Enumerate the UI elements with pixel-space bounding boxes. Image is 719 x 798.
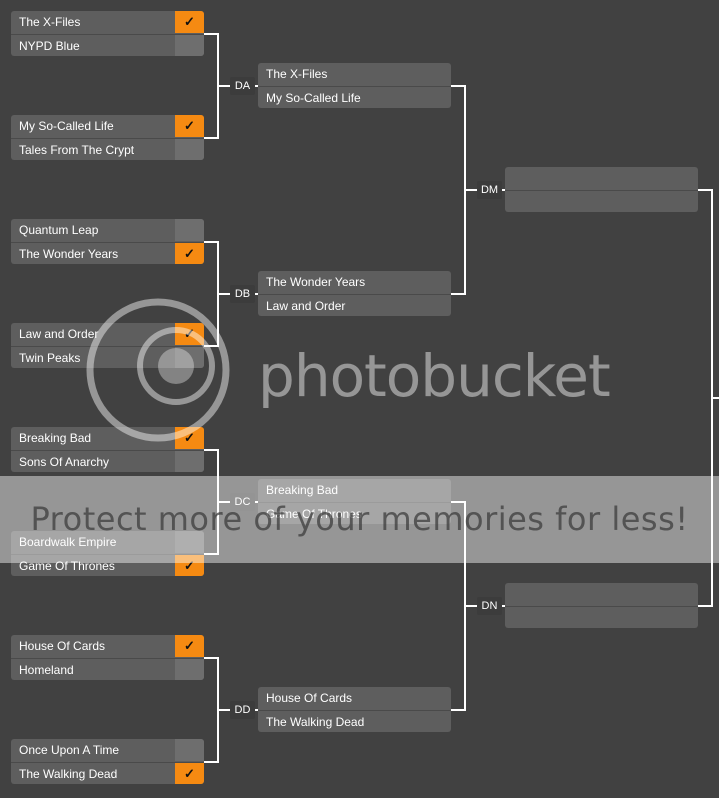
matchup-r3-2 [505, 583, 698, 628]
checkmark-icon: ✓ [184, 118, 195, 133]
pick-checkbox[interactable]: ✓ [175, 11, 204, 33]
badge-dc: DC [230, 493, 255, 511]
team-name: The Walking Dead [266, 715, 365, 729]
pick-checkbox[interactable]: ✓ [175, 555, 204, 576]
team-name: The Wonder Years [266, 275, 366, 289]
team-row[interactable]: House Of Cards [258, 687, 451, 709]
pick-checkbox[interactable] [175, 659, 204, 680]
matchup-r2-3: Breaking Bad Game Of Thrones [258, 479, 451, 524]
team-row[interactable]: The Walking Dead ✓ [11, 762, 204, 784]
team-row[interactable] [505, 583, 698, 605]
team-row[interactable]: Once Upon A Time [11, 739, 204, 761]
pick-checkbox[interactable] [175, 451, 204, 472]
team-name: Game Of Thrones [19, 559, 115, 573]
team-row[interactable]: Law and Order [258, 294, 451, 316]
team-row[interactable]: Homeland [11, 658, 204, 680]
team-name: House Of Cards [266, 691, 353, 705]
matchup-r2-4: House Of Cards The Walking Dead [258, 687, 451, 732]
pick-checkbox[interactable]: ✓ [175, 243, 204, 264]
matchup-r1-2: My So-Called Life ✓ Tales From The Crypt [11, 115, 204, 160]
badge-db: DB [230, 285, 255, 303]
pick-checkbox[interactable]: ✓ [175, 427, 204, 449]
team-row[interactable]: Boardwalk Empire [11, 531, 204, 553]
pick-checkbox[interactable] [175, 347, 204, 368]
matchup-r1-7: House Of Cards ✓ Homeland [11, 635, 204, 680]
team-row[interactable]: Breaking Bad [258, 479, 451, 501]
pick-checkbox[interactable] [175, 531, 204, 553]
team-row[interactable]: House Of Cards ✓ [11, 635, 204, 657]
team-name: Homeland [19, 663, 74, 677]
team-row[interactable] [505, 606, 698, 628]
team-row[interactable]: Sons Of Anarchy [11, 450, 204, 472]
team-row[interactable]: Tales From The Crypt [11, 138, 204, 160]
team-row[interactable] [505, 190, 698, 212]
pick-checkbox[interactable]: ✓ [175, 323, 204, 345]
badge-da: DA [230, 77, 255, 95]
team-row[interactable]: My So-Called Life ✓ [11, 115, 204, 137]
matchup-r1-3: Quantum Leap The Wonder Years ✓ [11, 219, 204, 264]
pick-checkbox[interactable] [175, 219, 204, 241]
matchup-r1-5: Breaking Bad ✓ Sons Of Anarchy [11, 427, 204, 472]
team-name: My So-Called Life [19, 119, 114, 133]
team-row[interactable]: My So-Called Life [258, 86, 451, 108]
pick-checkbox[interactable]: ✓ [175, 635, 204, 657]
pick-checkbox[interactable]: ✓ [175, 763, 204, 784]
team-name: My So-Called Life [266, 91, 361, 105]
team-row[interactable]: Game Of Thrones [258, 502, 451, 524]
matchup-r1-8: Once Upon A Time The Walking Dead ✓ [11, 739, 204, 784]
matchup-r2-2: The Wonder Years Law and Order [258, 271, 451, 316]
team-name: House Of Cards [19, 639, 106, 653]
watermark-logo-text: photobucket [258, 342, 611, 410]
pick-checkbox[interactable] [175, 739, 204, 761]
team-name: Boardwalk Empire [19, 535, 117, 549]
badge-dd: DD [230, 701, 255, 719]
team-name: Breaking Bad [266, 483, 339, 497]
team-name: The Wonder Years [19, 247, 119, 261]
checkmark-icon: ✓ [184, 638, 195, 653]
checkmark-icon: ✓ [184, 246, 195, 261]
badge-dn: DN [477, 597, 502, 615]
checkmark-icon: ✓ [184, 326, 195, 341]
team-row[interactable]: Law and Order ✓ [11, 323, 204, 345]
matchup-r1-1: The X-Files ✓ NYPD Blue [11, 11, 204, 56]
pick-checkbox[interactable] [175, 35, 204, 56]
team-name: The X-Files [266, 67, 328, 81]
checkmark-icon: ✓ [184, 430, 195, 445]
photobucket-logo-icon [86, 298, 230, 442]
team-name: Once Upon A Time [19, 743, 120, 757]
team-name: NYPD Blue [19, 39, 80, 53]
team-row[interactable]: NYPD Blue [11, 34, 204, 56]
matchup-r1-6: Boardwalk Empire Game Of Thrones ✓ [11, 531, 204, 576]
team-name: Law and Order [266, 299, 346, 313]
matchup-r1-4: Law and Order ✓ Twin Peaks [11, 323, 204, 368]
team-row[interactable] [505, 167, 698, 189]
pick-checkbox[interactable]: ✓ [175, 115, 204, 137]
team-name: Game Of Thrones [266, 507, 362, 521]
team-name: Twin Peaks [19, 351, 81, 365]
team-row[interactable]: The Walking Dead [258, 710, 451, 732]
team-name: Law and Order [19, 327, 99, 341]
matchup-r2-1: The X-Files My So-Called Life [258, 63, 451, 108]
team-row[interactable]: Twin Peaks [11, 346, 204, 368]
team-name: Quantum Leap [19, 223, 99, 237]
matchup-r3-1 [505, 167, 698, 212]
team-name: The Walking Dead [19, 767, 118, 781]
team-row[interactable]: The X-Files ✓ [11, 11, 204, 33]
team-row[interactable]: The X-Files [258, 63, 451, 85]
checkmark-icon: ✓ [184, 558, 195, 573]
team-row[interactable]: Game Of Thrones ✓ [11, 554, 204, 576]
checkmark-icon: ✓ [184, 14, 195, 29]
team-name: Sons Of Anarchy [19, 455, 110, 469]
checkmark-icon: ✓ [184, 766, 195, 781]
team-row[interactable]: The Wonder Years [258, 271, 451, 293]
team-name: Tales From The Crypt [19, 143, 135, 157]
team-row[interactable]: Breaking Bad ✓ [11, 427, 204, 449]
team-row[interactable]: Quantum Leap [11, 219, 204, 241]
team-name: The X-Files [19, 15, 81, 29]
team-name: Breaking Bad [19, 431, 92, 445]
team-row[interactable]: The Wonder Years ✓ [11, 242, 204, 264]
pick-checkbox[interactable] [175, 139, 204, 160]
badge-dm: DM [477, 181, 502, 199]
